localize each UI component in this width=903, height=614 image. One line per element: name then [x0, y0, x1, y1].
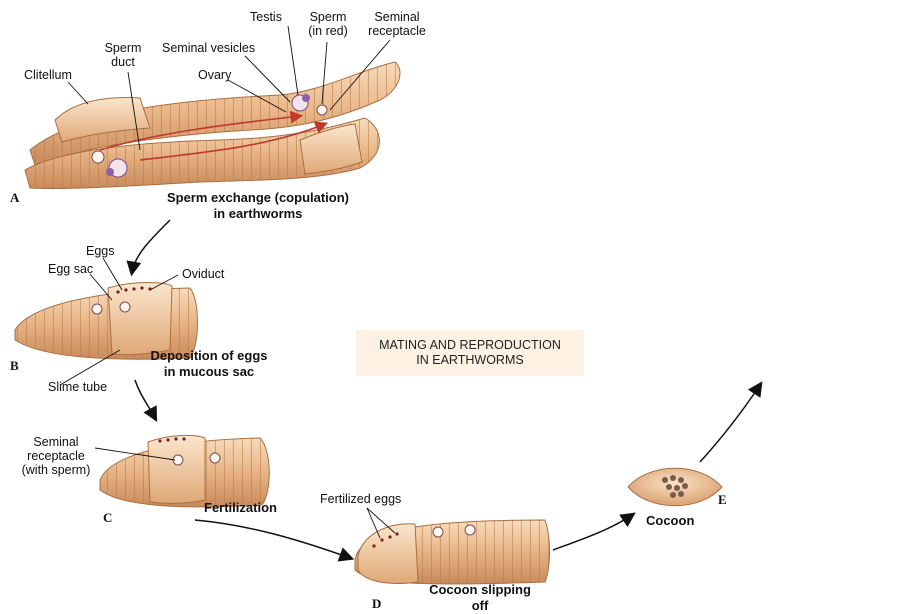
letter-a: A: [10, 190, 20, 205]
caption-b-line2: in mucous sac: [163, 364, 255, 379]
label-testis: Testis: [250, 10, 282, 24]
letter-d: D: [372, 596, 382, 611]
label-ovary: Ovary: [198, 68, 232, 82]
label-seminal-receptacle: Seminal receptacle: [366, 10, 428, 38]
caption-c: Fertilization: [204, 500, 277, 515]
caption-d-line2: off: [471, 598, 489, 613]
worm-c: [99, 434, 270, 508]
label-sperm-duct-line2: duct: [111, 55, 135, 69]
egg-sac-c: [147, 434, 206, 504]
clitellum-a: [54, 97, 151, 143]
label-seminal-receptacle-c-line2: receptacle: [27, 449, 85, 463]
title-line-2: IN EARTHWORMS: [416, 353, 524, 367]
caption-b-line1: Deposition of eggs: [150, 348, 268, 363]
label-seminal-vesicles: Seminal vesicles: [162, 41, 256, 55]
diagram-title-box: MATING AND REPRODUCTION IN EARTHWORMS: [356, 330, 584, 376]
label-seminal-receptacle-c-line3: (with sperm): [21, 463, 91, 477]
leader-lines-d: [366, 507, 396, 539]
label-slime-tube: Slime tube: [48, 380, 108, 394]
label-sperm-duct-line1: Sperm: [104, 41, 142, 55]
sperm-path-1: [99, 110, 304, 151]
cycle-arrows: [126, 219, 763, 562]
egg-sac-b: [107, 282, 173, 356]
label-clitellum: Clitellum: [24, 68, 72, 82]
cocoon-e: [627, 467, 723, 507]
seminal-receptacle-a: [316, 104, 328, 116]
caption-d-line1: Cocoon slipping: [429, 582, 531, 597]
worm-d: [354, 519, 551, 585]
label-sperm-line2: (in red): [308, 24, 348, 38]
caption-a-line1: Sperm exchange (copulation): [166, 190, 350, 205]
caption-a-line2: in earthworms: [213, 206, 303, 221]
letter-e: E: [718, 492, 727, 507]
caption-b: Deposition of eggs in mucous sac: [140, 348, 278, 380]
cocoon-d: [357, 523, 419, 584]
leader-line-c: [94, 447, 176, 461]
letter-c: C: [103, 510, 113, 525]
leader-lines-a: [67, 25, 391, 151]
label-seminal-receptacle-c: Seminal receptacle (with sperm): [14, 435, 98, 477]
label-oviduct: Oviduct: [182, 267, 225, 281]
leader-lines-b: [59, 257, 179, 386]
label-eggs: Eggs: [86, 244, 115, 258]
caption-a: Sperm exchange (copulation) in earthworm…: [160, 190, 356, 222]
caption-e: Cocoon: [646, 513, 695, 528]
label-egg-sac: Egg sac: [48, 262, 94, 276]
label-sperm-line1: Sperm: [309, 10, 347, 24]
label-fertilized-eggs: Fertilized eggs: [320, 492, 402, 506]
label-sperm-duct: Sperm duct: [100, 41, 146, 69]
label-seminal-receptacle-c-line1: Seminal: [33, 435, 79, 449]
sperm-path-2: [139, 121, 328, 161]
label-sperm: Sperm (in red): [307, 10, 349, 38]
title-line-1: MATING AND REPRODUCTION: [379, 338, 561, 352]
label-seminal-receptacle-line2: receptacle: [368, 24, 426, 38]
worm-pair-a: [24, 61, 401, 190]
worm-b: [14, 282, 198, 360]
label-seminal-receptacle-line1: Seminal: [374, 10, 420, 24]
caption-d: Cocoon slipping off: [428, 582, 532, 614]
letter-b: B: [10, 358, 19, 373]
